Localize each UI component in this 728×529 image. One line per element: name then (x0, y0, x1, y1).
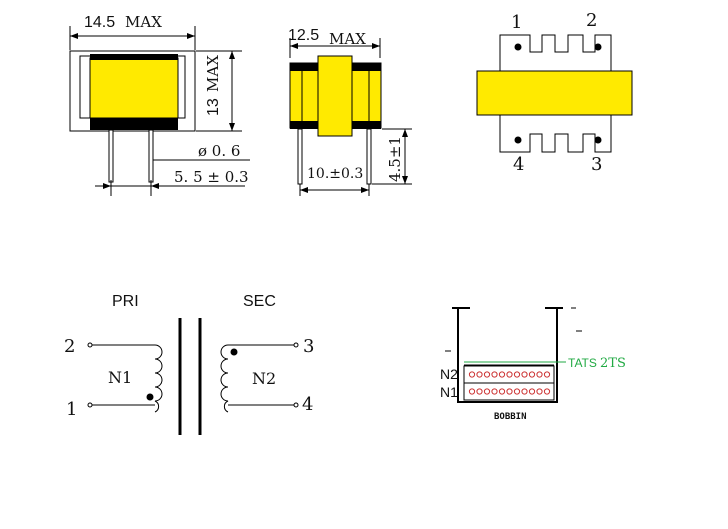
copper-turn (476, 371, 483, 378)
side-width-suffix: MAX (329, 30, 366, 48)
front-width-label: 14.5 (84, 14, 115, 31)
schematic: PRI SEC 2 1 N1 3 4 N2 (64, 293, 314, 435)
copper-turn (491, 388, 498, 395)
front-view: 14.5 MAX 13 MAX ø 0. 6 5. 5 ± 0.3 (69, 13, 250, 196)
copper-turn (468, 371, 476, 378)
copper-turn (476, 388, 483, 395)
primary-winding-label: N1 (108, 368, 132, 387)
top-core (476, 70, 633, 116)
copper-turns (468, 371, 551, 395)
copper-turn (513, 371, 521, 378)
side-core (317, 55, 353, 137)
front-pin-right (148, 129, 154, 183)
front-core (89, 57, 179, 119)
side-view: 12.5 MAX 10.±0.3 4.5±1 (288, 27, 412, 196)
copper-turn (513, 388, 521, 395)
copper-turn (521, 371, 528, 378)
primary-pin-1: 1 (66, 399, 77, 420)
pin-spacing-label: 5. 5 ± 0.3 (174, 168, 249, 186)
side-pin-left (297, 128, 303, 185)
top-view: 1 2 4 3 (476, 10, 633, 175)
front-height-suffix: MAX (204, 55, 222, 92)
tape-count: 2TS (600, 356, 626, 371)
secondary-pin-4: 4 (302, 394, 313, 415)
bobbin-label: BOBBIN (494, 412, 527, 422)
copper-turn (543, 371, 551, 378)
secondary-pin-3: 3 (303, 336, 314, 357)
copper-turn (491, 371, 498, 378)
top-pin-4: 4 (513, 154, 524, 175)
copper-turn (483, 371, 491, 378)
front-height-label: 13 (205, 98, 222, 116)
copper-turn (528, 371, 536, 378)
side-pin-length-label: 4.5±1 (386, 136, 404, 182)
copper-turn (498, 388, 506, 395)
pin-diameter-label: ø 0. 6 (198, 142, 240, 160)
front-pin-left (108, 129, 114, 183)
front-width-suffix: MAX (125, 13, 162, 31)
side-pin-spacing-label: 10.±0.3 (307, 166, 363, 182)
copper-turn (521, 388, 528, 395)
copper-turn (468, 388, 476, 395)
primary-label: PRI (112, 293, 139, 310)
side-pin-right (366, 128, 372, 185)
secondary-label: SEC (243, 293, 276, 310)
secondary-winding-label: N2 (252, 369, 276, 388)
copper-turn (498, 371, 506, 378)
top-pin-3: 3 (591, 154, 602, 175)
top-pin-1: 1 (511, 12, 522, 33)
layer-n2-label: N2 (440, 366, 458, 382)
copper-turn (483, 388, 491, 395)
copper-turn (543, 388, 551, 395)
copper-turn (528, 388, 536, 395)
winding-structure: TATS 2TS N2 N1 BOBBIN (440, 307, 626, 422)
copper-turn (506, 388, 513, 395)
layer-n1-label: N1 (440, 384, 458, 400)
primary-pin-2: 2 (64, 336, 75, 357)
top-pin-2: 2 (586, 10, 597, 31)
side-width-label: 12.5 (288, 27, 319, 44)
copper-turn (536, 371, 543, 378)
copper-turn (536, 388, 543, 395)
copper-turn (506, 371, 513, 378)
tape-label: TATS (568, 356, 597, 370)
